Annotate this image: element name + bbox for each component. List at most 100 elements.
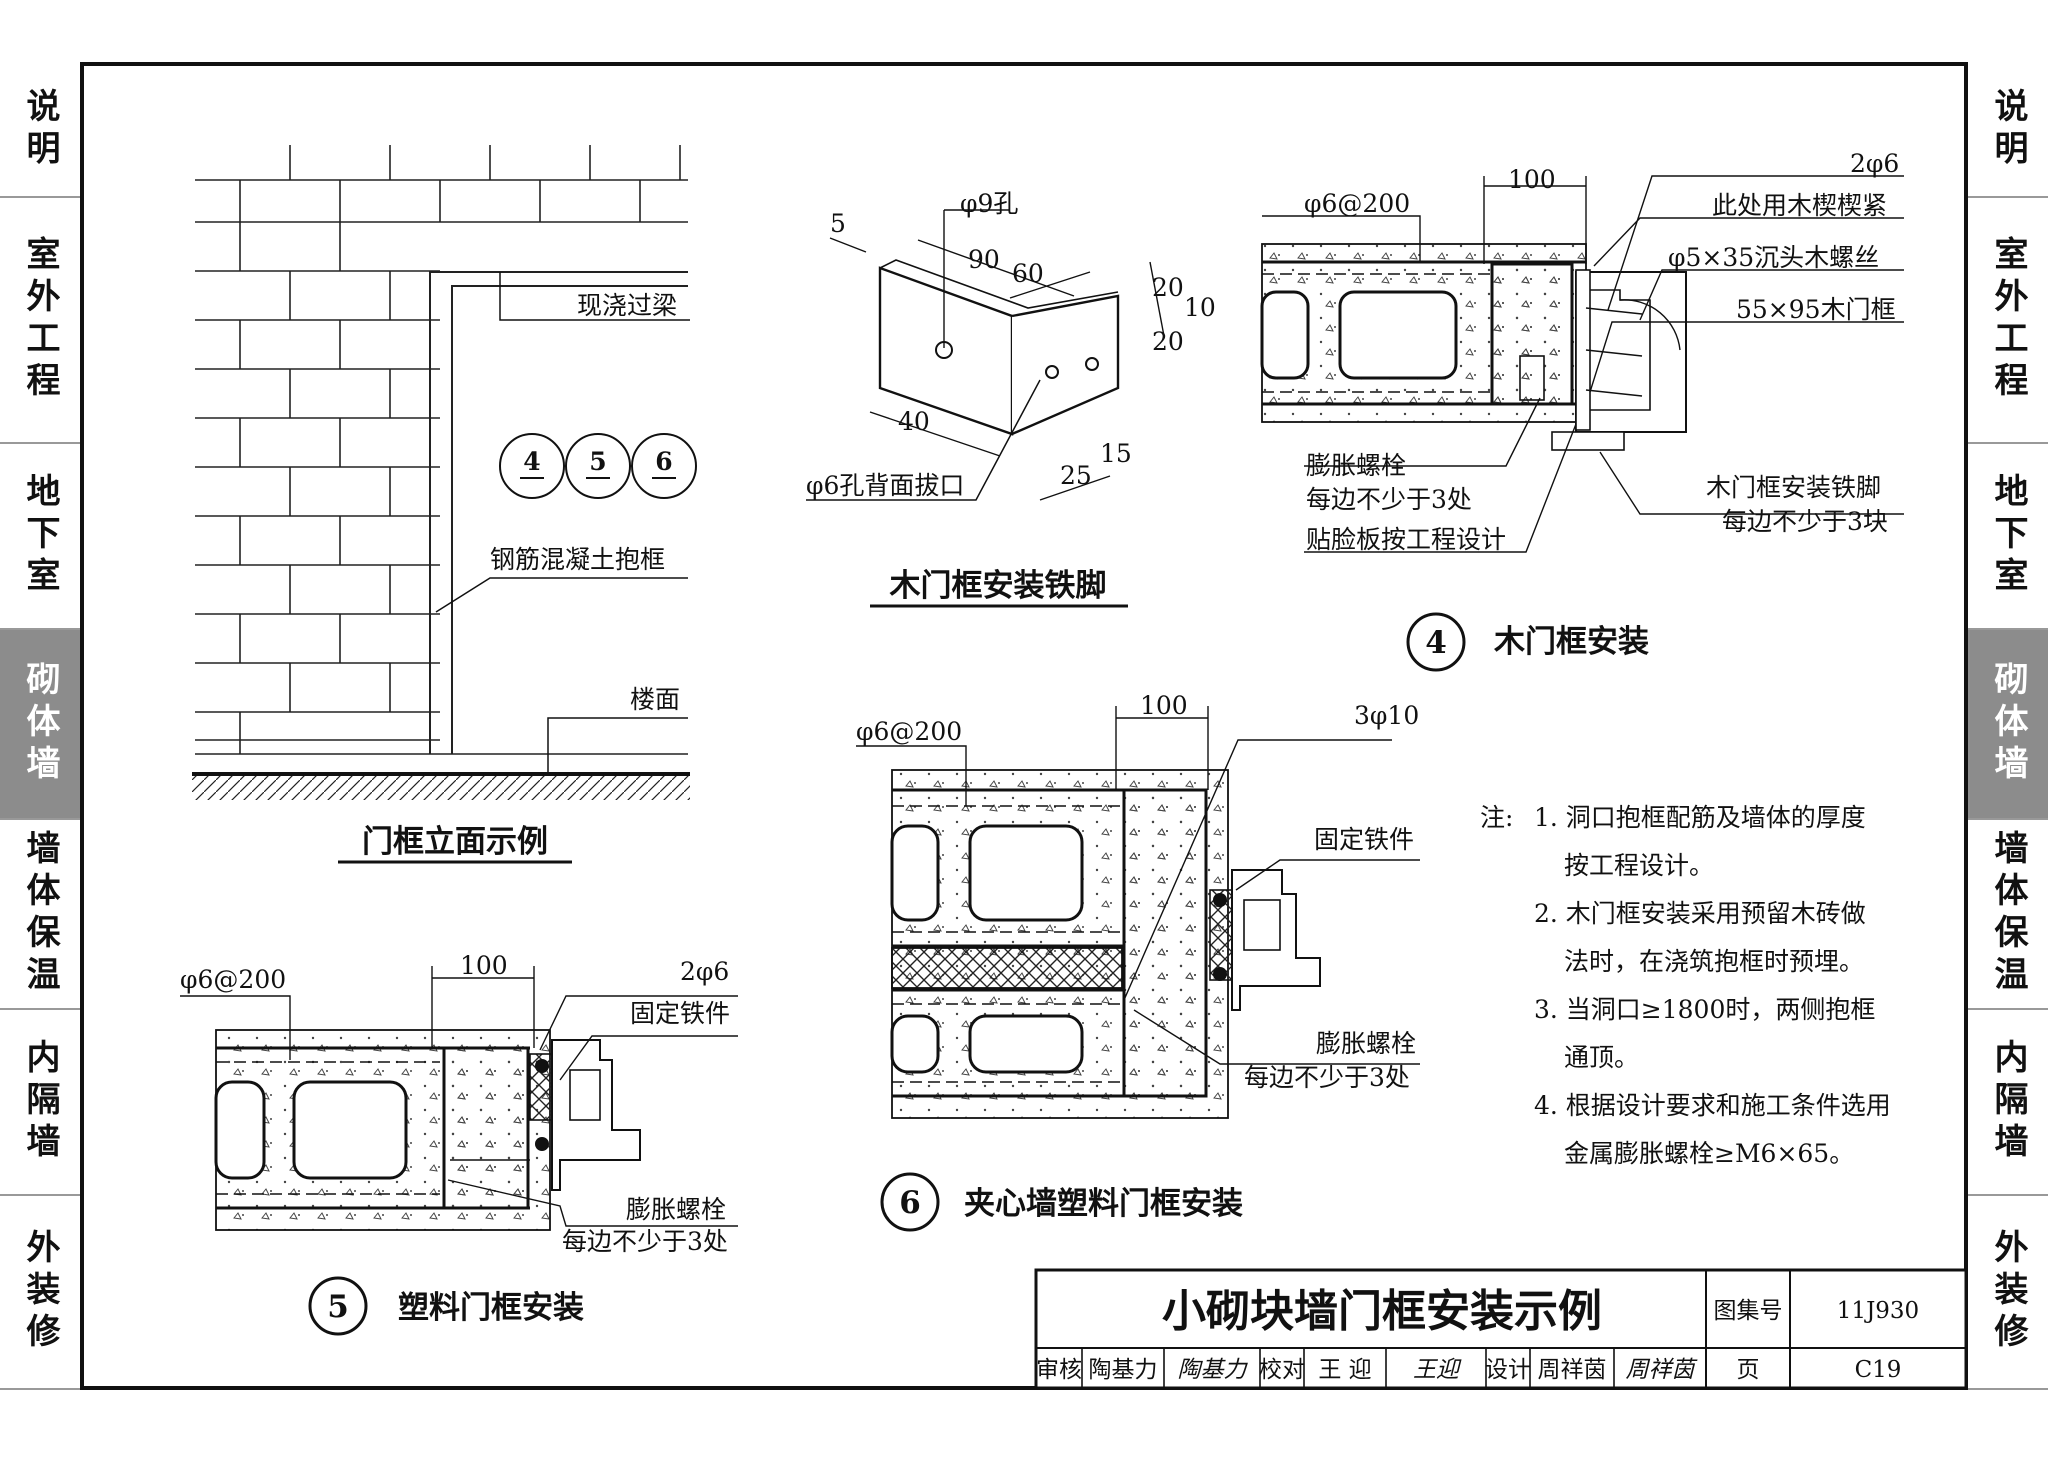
ref-circle-6: 6 xyxy=(655,447,672,476)
d6-dim-100: 100 xyxy=(1140,691,1188,720)
d4-num: 4 xyxy=(1425,625,1447,661)
d4-title: 木门框安装 xyxy=(1493,624,1649,660)
dim-25: 25 xyxy=(1060,461,1092,490)
beam-label: 现浇过梁 xyxy=(577,291,677,320)
sheet-border xyxy=(80,62,1968,1390)
left-tab[interactable]: 内隔墙 xyxy=(0,1010,80,1196)
dim-40: 40 xyxy=(898,407,930,436)
dim-60: 60 xyxy=(1012,259,1044,288)
right-tab[interactable]: 外装修 xyxy=(1968,1196,2048,1390)
d6-num: 6 xyxy=(899,1185,921,1221)
note-line: 2. 木门框安装采用预留木砖做 xyxy=(1534,899,1866,928)
dim-5: 5 xyxy=(830,209,846,238)
left-tab[interactable]: 室外工程 xyxy=(0,198,80,444)
d5-fix: 固定铁件 xyxy=(630,999,730,1028)
page-label: 页 xyxy=(1737,1357,1760,1383)
tab-label: 内隔墙 xyxy=(1988,1039,2028,1165)
tab-label: 内隔墙 xyxy=(20,1039,60,1165)
tab-label: 地下室 xyxy=(20,473,60,599)
tab-label: 砌体墙 xyxy=(20,661,60,787)
ref-circle-5: 5 xyxy=(589,447,606,476)
detail-ref-circles: 4 5 6 xyxy=(499,433,697,499)
d6-bolt-note: 每边不少于3处 xyxy=(1244,1063,1410,1092)
d4-frame: 55×95木门框 xyxy=(1736,295,1896,324)
d5-rebar: φ6@200 xyxy=(180,965,286,994)
detail-5-plastic-frame: 100 φ6@200 2φ6 固定铁件 膨胀螺栓 每边不少于3处 5 塑料门框安… xyxy=(180,951,738,1336)
d4-veneer: 贴脸板按工程设计 xyxy=(1306,525,1506,554)
note-line: 通顶。 xyxy=(1564,1043,1639,1072)
right-tab[interactable]: 室外工程 xyxy=(1968,198,2048,444)
right-tab[interactable]: 砌体墙 xyxy=(1968,630,2048,820)
dim-90: 90 xyxy=(968,245,1000,274)
d4-bolt-note: 每边不少于3处 xyxy=(1306,485,1472,514)
hole6-label: φ6孔背面拔口 xyxy=(806,471,964,500)
d5-num: 5 xyxy=(327,1289,349,1325)
left-tab[interactable]: 砌体墙 xyxy=(0,630,80,820)
d6-fix: 固定铁件 xyxy=(1314,825,1414,854)
design-label: 设计 xyxy=(1485,1357,1531,1383)
page-number: C19 xyxy=(1855,1357,1902,1383)
sheet-title: 小砌块墙门框安装示例 xyxy=(1162,1286,1602,1337)
tab-label: 地下室 xyxy=(1988,473,2028,599)
d5-bolt: 膨胀螺栓 xyxy=(626,1195,726,1224)
designer-name: 周祥茵 xyxy=(1538,1357,1607,1383)
atlas-number: 11J930 xyxy=(1837,1298,1919,1324)
left-tab[interactable]: 地下室 xyxy=(0,444,80,630)
d6-top-rebar: 3φ10 xyxy=(1354,701,1419,730)
atlas-label: 图集号 xyxy=(1714,1298,1783,1324)
check-label: 校对 xyxy=(1259,1357,1305,1383)
tab-label: 室外工程 xyxy=(1988,236,2028,404)
right-tab[interactable]: 内隔墙 xyxy=(1968,1010,2048,1196)
right-tab[interactable]: 墙体保温 xyxy=(1968,820,2048,1010)
reviewer-signature: 陶基力 xyxy=(1178,1357,1249,1383)
tab-label: 砌体墙 xyxy=(1988,661,2028,787)
checker-signature: 王迎 xyxy=(1413,1357,1462,1383)
notes-block: 注: 1. 洞口抱框配筋及墙体的厚度 按工程设计。 2. 木门框安装采用预留木砖… xyxy=(1480,803,1891,1168)
d4-wedge: 此处用木楔楔紧 xyxy=(1712,191,1887,220)
dim-20a: 20 xyxy=(1152,273,1184,302)
d4-iron: 木门框安装铁脚 xyxy=(1706,473,1881,502)
hole9-label: φ9孔 xyxy=(960,189,1018,218)
checker-name: 王 迎 xyxy=(1318,1357,1371,1383)
detail-6-sandwich-wall: 100 φ6@200 3φ10 固定铁件 膨胀螺栓 每边不少于3处 6 夹心墙塑… xyxy=(856,691,1420,1232)
d5-dim-100: 100 xyxy=(460,951,508,980)
right-tab[interactable]: 地下室 xyxy=(1968,444,2048,630)
tab-label: 室外工程 xyxy=(20,236,60,404)
iron-foot-title: 木门框安装铁脚 xyxy=(889,568,1107,604)
note-line: 1. 洞口抱框配筋及墙体的厚度 xyxy=(1534,803,1866,832)
dim-10: 10 xyxy=(1184,293,1216,322)
ref-circle-4: 4 xyxy=(523,447,540,476)
d6-bolt: 膨胀螺栓 xyxy=(1316,1029,1416,1058)
designer-signature: 周祥茵 xyxy=(1626,1357,1699,1383)
dim-15: 15 xyxy=(1100,439,1132,468)
note-line: 3. 当洞口≥1800时，两侧抱框 xyxy=(1534,995,1875,1024)
note-line: 法时，在浇筑抱框时预埋。 xyxy=(1564,947,1864,976)
door-frame-elevation: 现浇过梁 4 5 6 钢筋混凝土抱框 楼面 门框立面示例 xyxy=(192,145,697,864)
tab-label: 说明 xyxy=(20,88,60,172)
d5-title: 塑料门框安装 xyxy=(398,1290,584,1326)
dim-20b: 20 xyxy=(1152,327,1184,356)
tab-label: 墙体保温 xyxy=(1988,830,2028,998)
left-tab[interactable]: 外装修 xyxy=(0,1196,80,1390)
iron-foot-detail: φ9孔 5 90 60 40 20 10 20 25 15 φ6孔背面拔口 木门… xyxy=(806,189,1216,608)
detail-4-wood-frame: 100 φ6@200 2φ6 此处用木楔楔紧 φ5×35沉头木螺丝 55×95木… xyxy=(1260,149,1904,672)
review-label: 审核 xyxy=(1036,1357,1082,1383)
floor-label: 楼面 xyxy=(630,685,680,714)
d4-top-rebar: 2φ6 xyxy=(1850,149,1899,178)
left-tab[interactable]: 说明 xyxy=(0,64,80,198)
tab-label: 外装修 xyxy=(1988,1229,2028,1355)
d4-screw: φ5×35沉头木螺丝 xyxy=(1668,243,1879,272)
notes-head: 注: xyxy=(1480,803,1513,832)
note-line: 金属膨胀螺栓≥M6×65。 xyxy=(1564,1139,1854,1168)
left-tab[interactable]: 墙体保温 xyxy=(0,820,80,1010)
note-line: 4. 根据设计要求和施工条件选用 xyxy=(1534,1091,1891,1120)
d6-rebar: φ6@200 xyxy=(856,717,962,746)
note-line: 按工程设计。 xyxy=(1564,851,1714,880)
d5-bolt-note: 每边不少于3处 xyxy=(562,1227,728,1256)
tab-label: 外装修 xyxy=(20,1229,60,1355)
right-tab[interactable]: 说明 xyxy=(1968,64,2048,198)
elevation-title: 门框立面示例 xyxy=(362,824,548,860)
d4-rebar: φ6@200 xyxy=(1304,189,1410,218)
tab-label: 说明 xyxy=(1988,88,2028,172)
